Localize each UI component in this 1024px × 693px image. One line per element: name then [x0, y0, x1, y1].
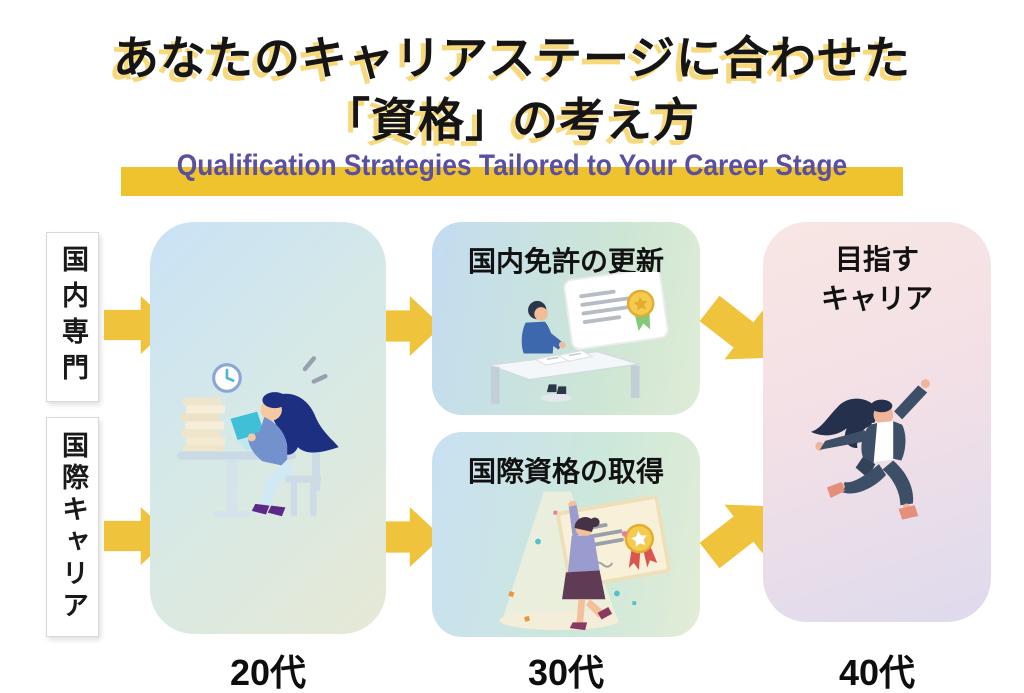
- celebrating-woman-figure: [562, 500, 613, 631]
- international-cert-illustration: [499, 491, 671, 631]
- hair-top: [262, 392, 288, 409]
- jumping-businesswoman-illustration: [810, 379, 930, 520]
- subtitle: Qualification Strategies Tailored to You…: [121, 149, 903, 196]
- medal-icon: [624, 523, 658, 570]
- confetti: [508, 510, 637, 622]
- heel-front: [827, 482, 845, 499]
- shoe-back: [597, 606, 613, 620]
- jumping-woman-figure: [810, 379, 930, 520]
- left-label-domestic-specialty-text: 国内専門: [58, 245, 88, 389]
- shoe-front: [569, 622, 588, 631]
- page-title-line2: 「資格」の考え方: [324, 94, 700, 146]
- target-career-title-line2: キャリア: [820, 283, 933, 315]
- stress-marks: [302, 356, 328, 384]
- license-renewal-illustration: [488, 272, 669, 404]
- left-label-domestic-specialty: 国内専門: [46, 232, 99, 402]
- box-international-cert: 国際資格の取得: [432, 432, 700, 637]
- face: [534, 307, 548, 321]
- person-figure: [521, 300, 566, 354]
- box-stage-20s: [150, 222, 386, 634]
- stage-label-30s: 30代: [527, 652, 605, 693]
- stage-label-20s: 20代: [229, 652, 307, 693]
- leg-front: [839, 464, 887, 494]
- shirt: [869, 421, 901, 463]
- medal-icon: [626, 289, 655, 332]
- woman-figure: [247, 392, 339, 517]
- subtitle-highlight-bar: [121, 167, 903, 196]
- hand: [247, 433, 256, 442]
- box-target-career: 目指す キャリア: [763, 222, 991, 622]
- out-arm: [819, 430, 869, 450]
- clock-icon: [212, 363, 242, 393]
- left-label-international-career-text: 国際キャリア: [58, 431, 88, 623]
- flowing-hair: [810, 398, 879, 448]
- blouse: [567, 535, 600, 573]
- busy-worker-illustration: [177, 356, 339, 518]
- papers-on-desk: [533, 350, 594, 366]
- isometric-desk: [488, 350, 640, 404]
- hand: [558, 341, 566, 349]
- box-target-career-title: 目指す キャリア: [763, 240, 991, 318]
- heel-shoe-2: [267, 505, 286, 517]
- heel-shoe-1: [251, 503, 270, 515]
- subtitle-text: Qualification Strategies Tailored to You…: [176, 149, 848, 182]
- blazer-right: [893, 421, 906, 461]
- heel-back: [898, 505, 919, 520]
- leg-front: [576, 599, 586, 623]
- left-label-international-career: 国際キャリア: [46, 417, 99, 637]
- box-international-cert-title: 国際資格の取得: [467, 456, 664, 487]
- medal-ribbon-right: [643, 546, 658, 568]
- skirt: [562, 570, 606, 600]
- raised-hand: [920, 379, 930, 389]
- blazer-left: [861, 422, 878, 465]
- leg-back: [882, 460, 914, 506]
- certificate-card: [563, 272, 669, 350]
- box-license-renewal: 国内免許の更新: [432, 222, 700, 415]
- hair: [574, 517, 595, 532]
- medal-ribbon-left: [628, 549, 641, 570]
- flowing-hair: [269, 393, 339, 455]
- raised-arm: [894, 385, 928, 420]
- target-career-title-line1: 目指す: [834, 244, 919, 275]
- legs: [260, 459, 293, 508]
- page-title-line1: あなたのキャリアステージに合わせた: [112, 32, 912, 84]
- hair-cap: [870, 399, 893, 413]
- subtitle-row: Qualification Strategies Tailored to You…: [0, 149, 1024, 196]
- arm: [540, 328, 564, 350]
- shoe-right: [556, 386, 567, 395]
- stage-label-40s: 40代: [838, 652, 916, 693]
- arm: [251, 429, 274, 446]
- shoe-left: [546, 384, 557, 393]
- chair: [285, 438, 321, 517]
- hair-bun: [589, 517, 600, 528]
